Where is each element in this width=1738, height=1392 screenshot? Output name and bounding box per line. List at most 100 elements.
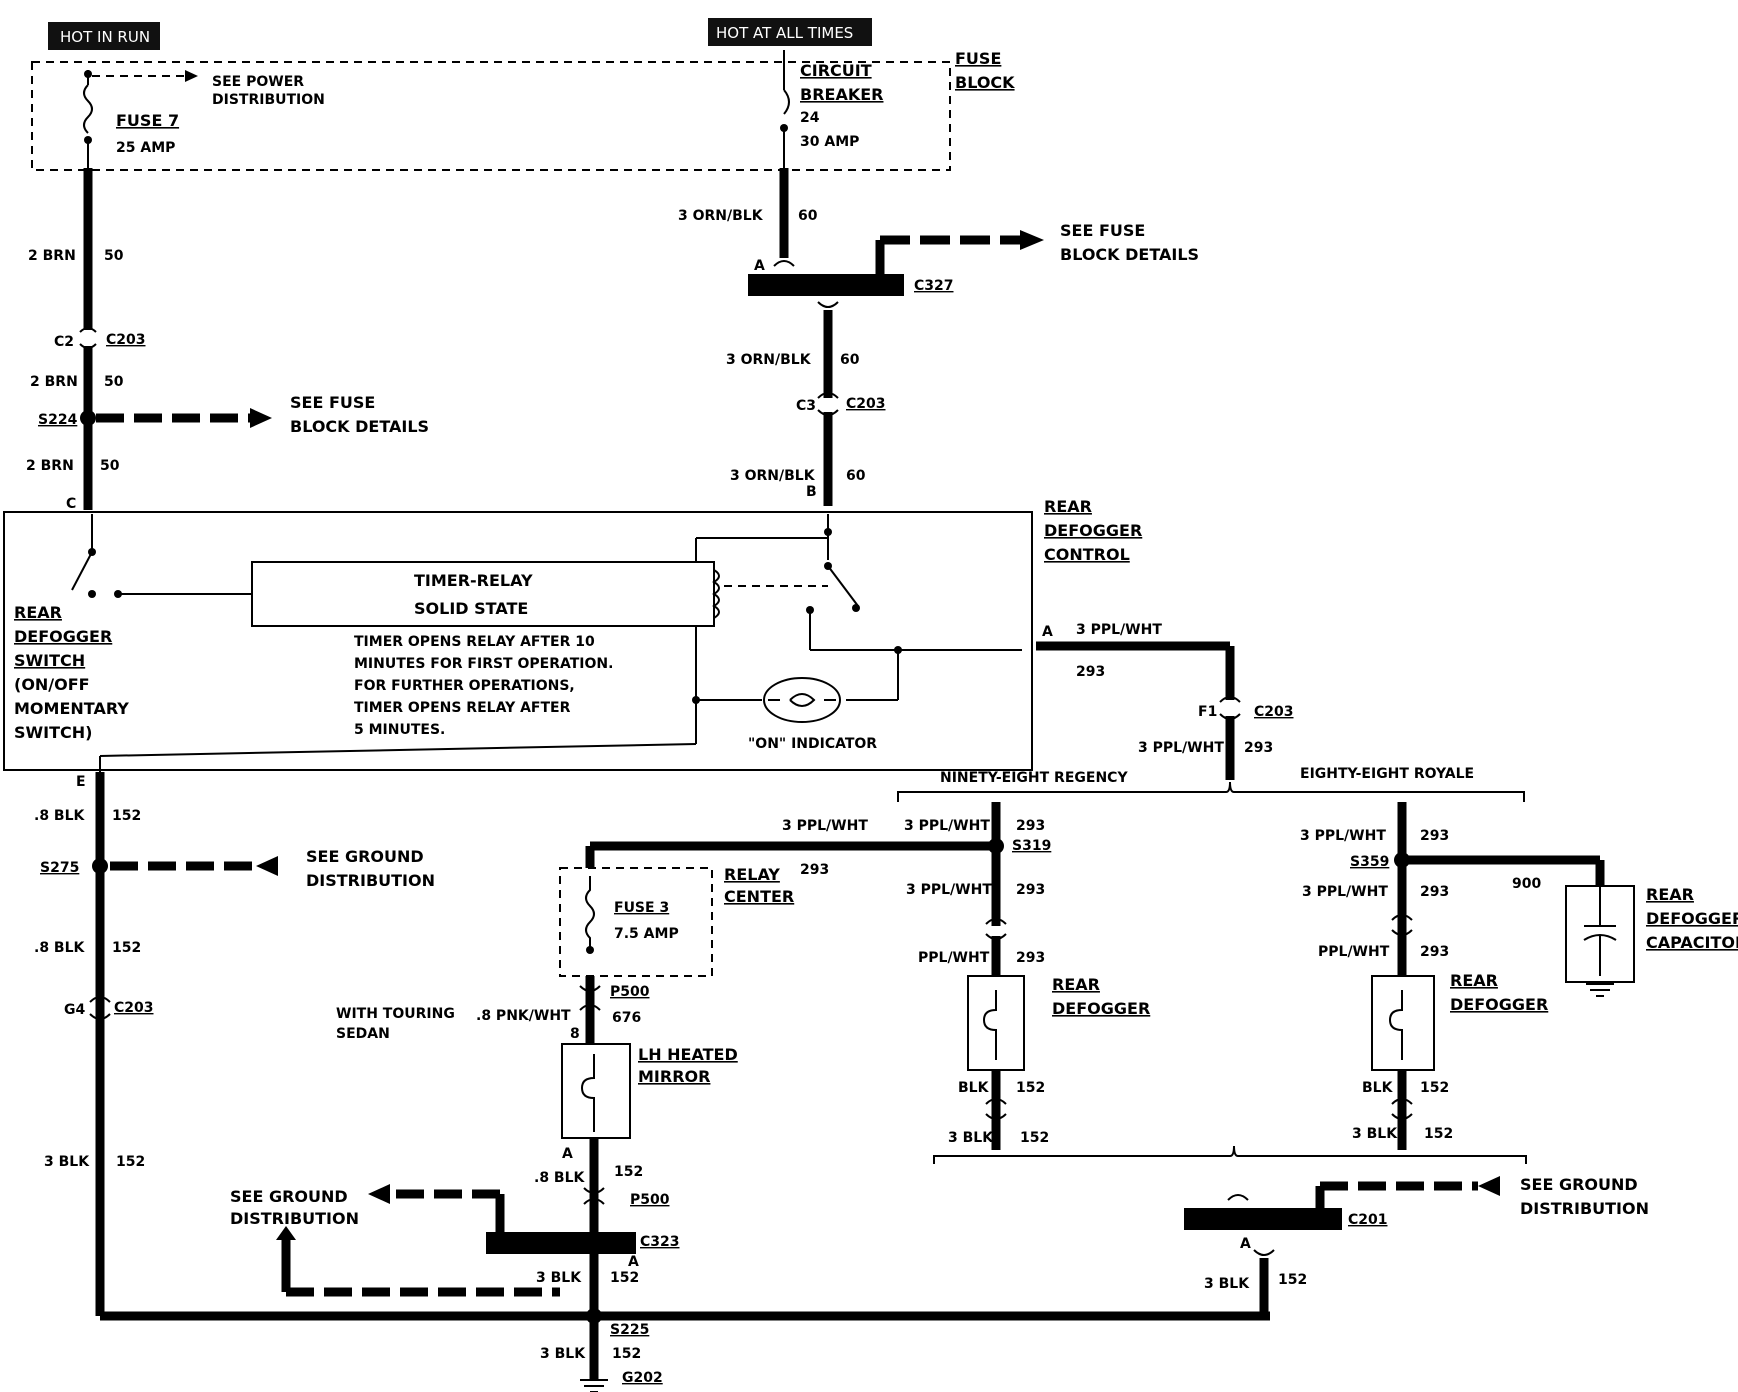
connector-c327-body	[748, 274, 904, 296]
control-label-2: DEFOGGER	[1044, 521, 1142, 540]
touring-label-1: WITH TOURING	[336, 1006, 455, 1022]
rear-defogger-label-1: REAR	[1450, 971, 1498, 990]
circuit-label: 60	[798, 208, 818, 224]
pin-label: A	[1240, 1236, 1251, 1252]
circuit-label: 152	[610, 1270, 639, 1286]
connector-label: C203	[106, 332, 146, 348]
switch-label-6: SWITCH)	[14, 723, 92, 742]
see-ground-1: SEE GROUND	[1520, 1175, 1638, 1194]
connector-c327-b	[817, 301, 839, 308]
wire-label: 3 PPL/WHT	[1138, 740, 1224, 756]
wire-label: 3 PPL/WHT	[904, 818, 990, 834]
splice-s224	[80, 410, 96, 426]
pin-label: C2	[54, 334, 74, 350]
see-ground-2: DISTRIBUTION	[306, 871, 435, 890]
switch-label-3: SWITCH	[14, 651, 85, 670]
fuse-7-rating: 25 AMP	[116, 140, 175, 156]
pin-label: A	[562, 1146, 573, 1162]
wire-label: 3 BLK	[536, 1270, 582, 1286]
fuse-block-outline	[31, 61, 951, 171]
timer-note-5: 5 MINUTES.	[354, 722, 445, 738]
see-fuse-details-2: BLOCK DETAILS	[290, 417, 429, 436]
circuit-label: 293	[1420, 828, 1449, 844]
switch-label-4: (ON/OFF	[14, 675, 90, 694]
rear-defogger-label-2: DEFOGGER	[1450, 995, 1548, 1014]
connector-c327-a	[773, 260, 795, 267]
circuit-label: 293	[1016, 882, 1045, 898]
connector-label: C323	[640, 1234, 680, 1250]
relay-center-outline	[559, 867, 713, 977]
pin-label: E	[76, 774, 86, 790]
wire-label: 3 BLK	[1352, 1126, 1398, 1142]
wire-label: 3 ORN/BLK	[726, 352, 812, 368]
splice-label: S275	[40, 860, 79, 876]
connector-c323-body	[486, 1232, 636, 1254]
timer-note-4: TIMER OPENS RELAY AFTER	[354, 700, 571, 716]
wire-label: BLK	[1362, 1080, 1394, 1096]
see-fuse-details-2: BLOCK DETAILS	[1060, 245, 1199, 264]
hot-in-run-label: HOT IN RUN	[60, 28, 150, 46]
see-ground-1: SEE GROUND	[306, 847, 424, 866]
splice-s225	[586, 1308, 602, 1324]
circuit-label: 152	[112, 808, 141, 824]
pin-label: A	[1042, 624, 1053, 640]
pin-label: A	[754, 258, 765, 274]
breaker-label-2: BREAKER	[800, 85, 883, 104]
wire-label: 3 PPL/WHT	[1300, 828, 1386, 844]
variant-regency-label: NINETY-EIGHT REGENCY	[940, 770, 1128, 786]
connector-label: P500	[630, 1192, 670, 1208]
switch-label-2: DEFOGGER	[14, 627, 112, 646]
capacitor-ground-icon	[1586, 983, 1614, 997]
wire-label: 3 PPL/WHT	[906, 882, 992, 898]
rear-defogger-label-2: DEFOGGER	[1052, 999, 1150, 1018]
circuit-label: 152	[614, 1164, 643, 1180]
wire-label: .8 BLK	[534, 1170, 586, 1186]
timer-note-3: FOR FURTHER OPERATIONS,	[354, 678, 575, 694]
lh-heated-mirror-box	[561, 1043, 631, 1139]
circuit-label: 60	[846, 468, 866, 484]
circuit-label: 293	[1016, 818, 1045, 834]
wire-label: 2 BRN	[26, 458, 74, 474]
wire-label: 3 BLK	[44, 1154, 90, 1170]
circuit-label: 676	[612, 1010, 641, 1026]
connector-label: C203	[114, 1000, 154, 1016]
breaker-number: 24	[800, 110, 820, 126]
defogger-grid-icon	[982, 990, 997, 1060]
connector-c203-f1	[1219, 696, 1241, 720]
wire-label: .8 BLK	[34, 940, 86, 956]
circuit-label: 152	[1424, 1126, 1453, 1142]
circuit-label: 60	[840, 352, 860, 368]
variant-bracket-lower	[933, 1145, 1527, 1164]
circuit-label: 293	[1244, 740, 1273, 756]
rear-defogger-control-box	[3, 511, 1033, 771]
see-power-dist-2: DISTRIBUTION	[212, 92, 325, 108]
ground-label: G202	[622, 1370, 663, 1386]
on-indicator-lamp	[763, 677, 841, 723]
splice-label: S359	[1350, 854, 1389, 870]
connector-label: C201	[1348, 1212, 1388, 1228]
circuit-label: 152	[1278, 1272, 1307, 1288]
wire-label: PPL/WHT	[1318, 944, 1390, 960]
fuse-3-rating: 7.5 AMP	[614, 926, 679, 942]
capacitor-label-2: DEFOGGER	[1646, 909, 1738, 928]
hot-at-all-times-tag	[708, 18, 872, 46]
pin-label: C3	[796, 398, 816, 414]
breaker-label-1: CIRCUIT	[800, 61, 872, 80]
wire-label: 3 BLK	[948, 1130, 994, 1146]
circuit-label: 152	[1420, 1080, 1449, 1096]
circuit-label: 152	[112, 940, 141, 956]
circuit-label: 50	[104, 374, 124, 390]
circuit-label: 293	[1076, 664, 1105, 680]
mirror-label-1: LH HEATED	[638, 1045, 738, 1064]
hot-at-all-times-label: HOT AT ALL TIMES	[716, 24, 853, 42]
on-indicator-label: "ON" INDICATOR	[748, 736, 877, 752]
wire-label: 3 BLK	[540, 1346, 586, 1362]
pin-label: 8	[570, 1026, 580, 1042]
see-power-dist-1: SEE POWER	[212, 74, 304, 90]
wire-label: 3 PPL/WHT	[1302, 884, 1388, 900]
circuit-breaker-symbol	[783, 89, 790, 115]
wire-label: 2 BRN	[30, 374, 78, 390]
relay-center-label-2: CENTER	[724, 887, 794, 906]
pin-label: B	[806, 484, 817, 500]
wire-label: BLK	[958, 1080, 990, 1096]
